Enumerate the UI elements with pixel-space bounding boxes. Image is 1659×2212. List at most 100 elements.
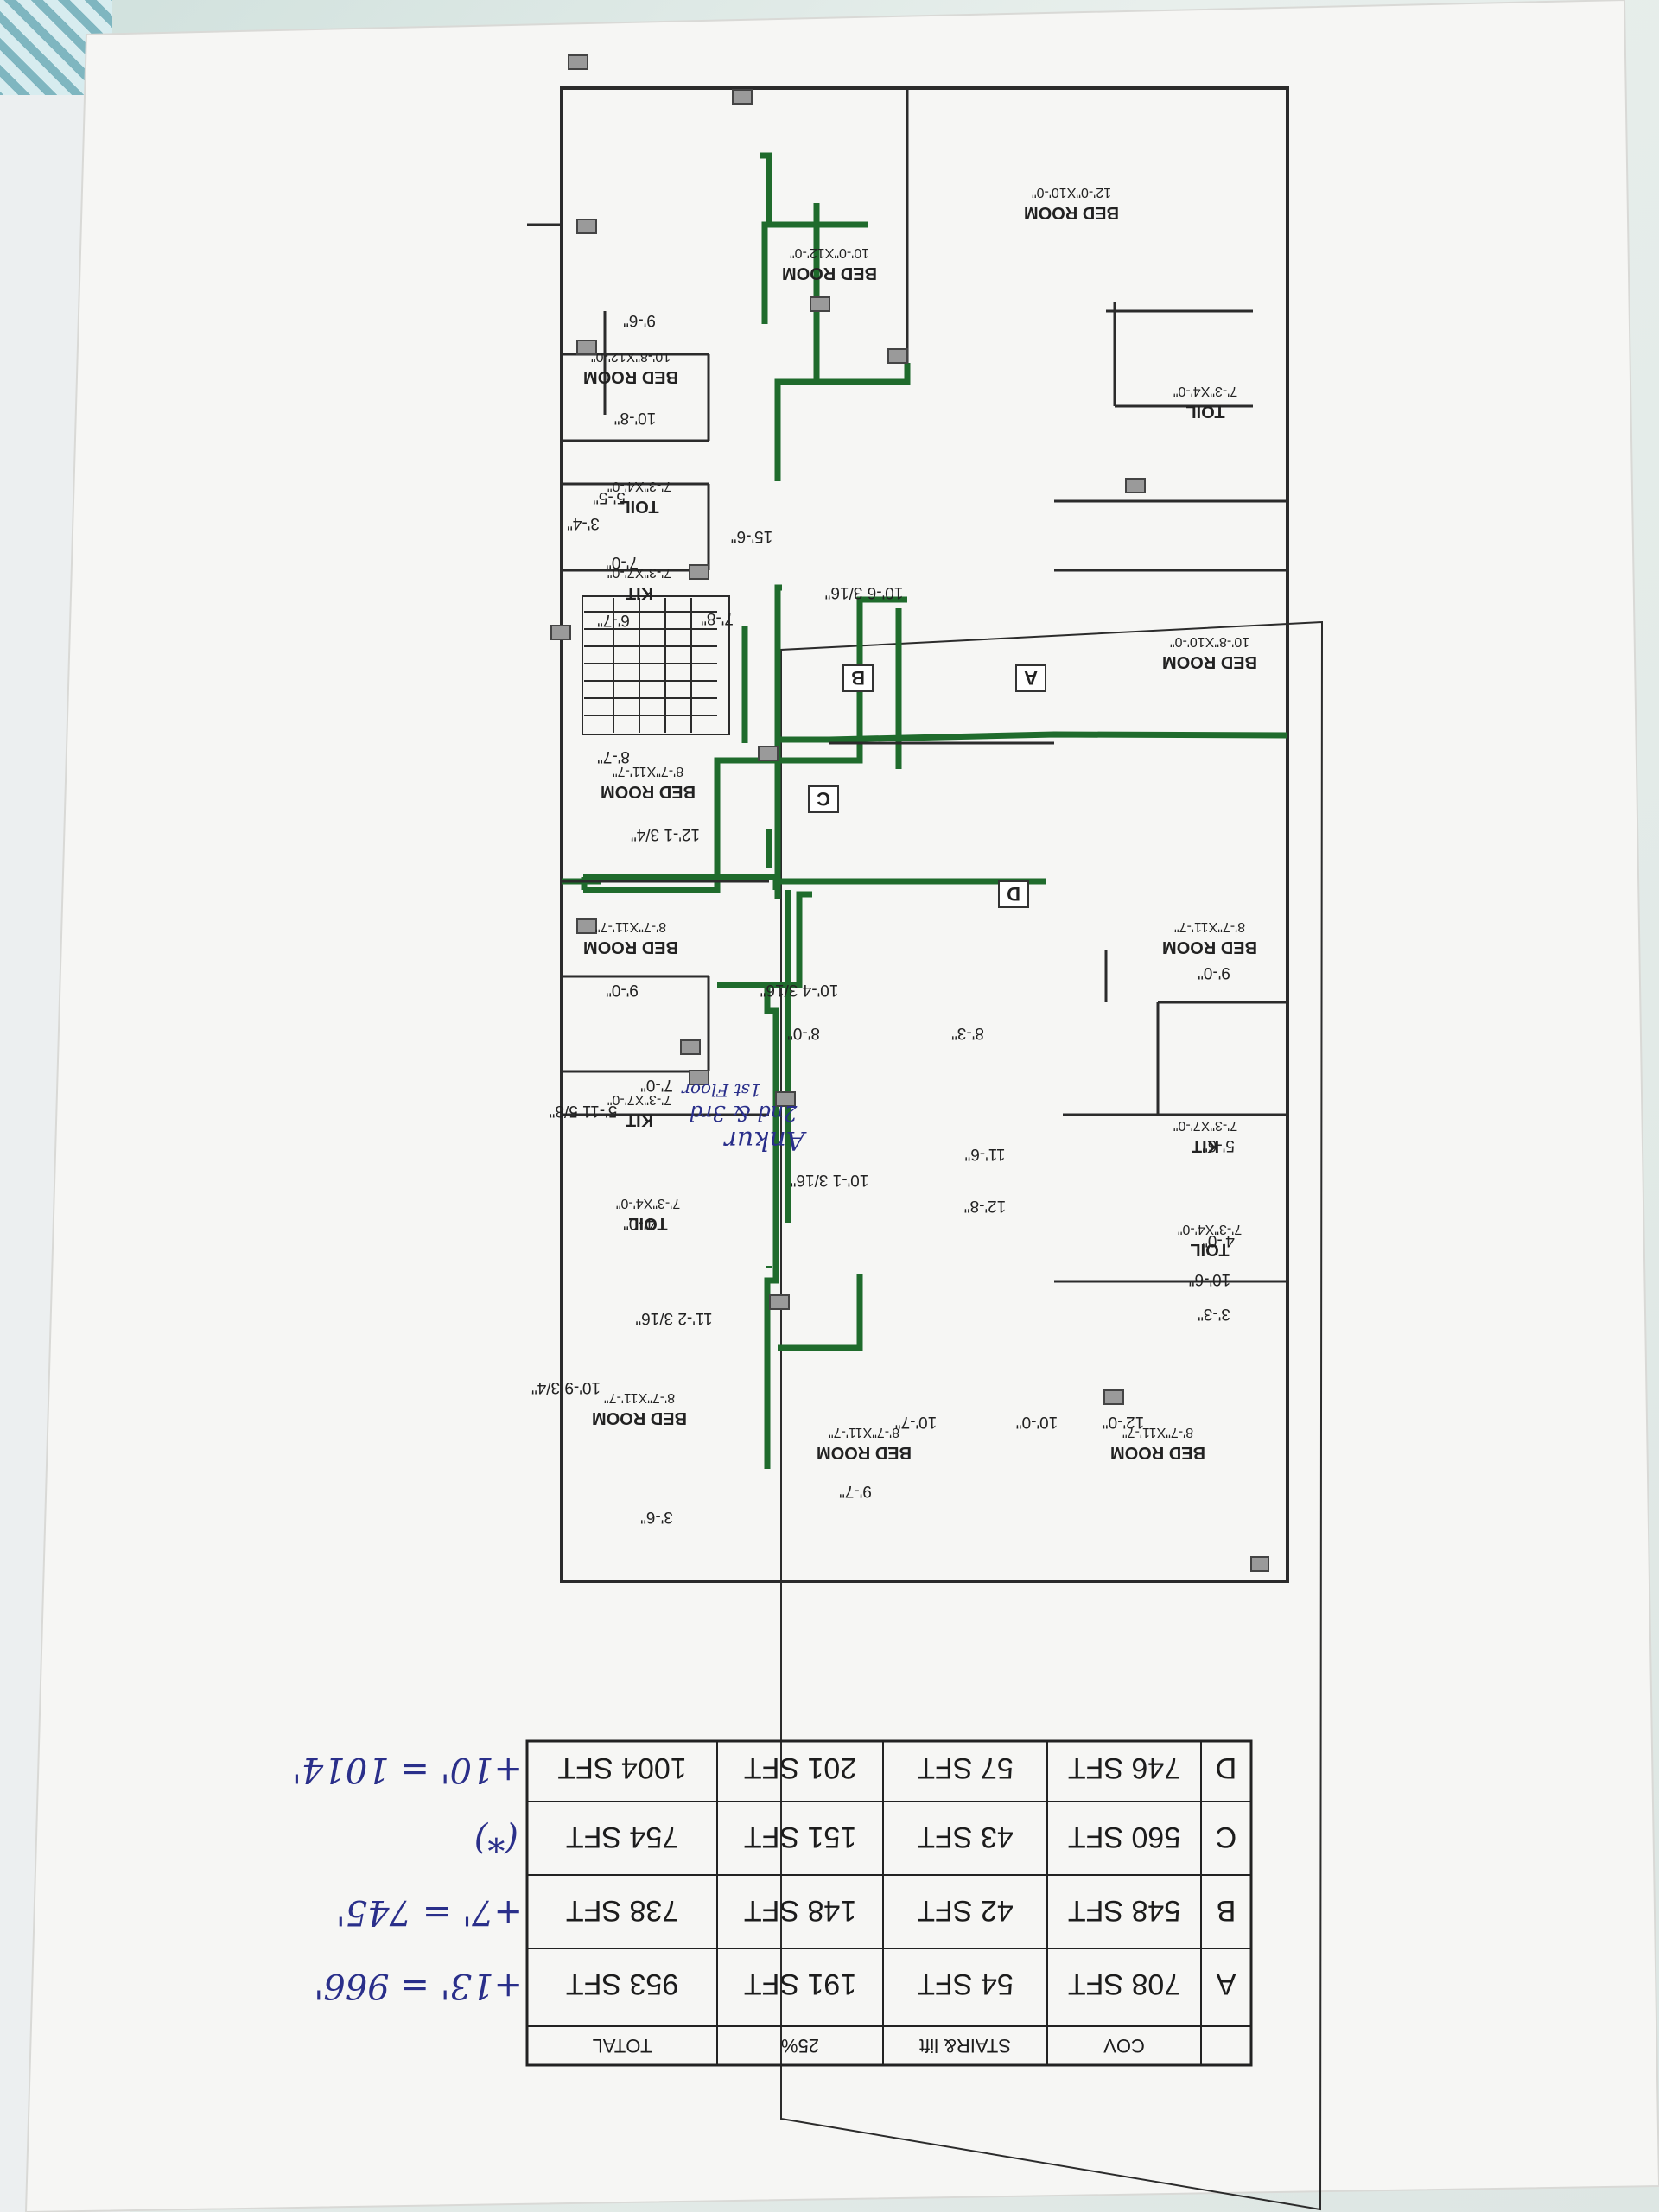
room-size: 10'-0"X12'-0" [790,245,869,260]
table-cell: 201 SFT [744,1751,856,1784]
table-cell: 738 SFT [566,1894,678,1927]
room-name: BED ROOM [1110,1443,1205,1462]
dimension-label: 9'-0" [1198,963,1230,982]
table-cell: 43 SFT [917,1821,1013,1853]
dimension-label: 10'-4 3/16" [760,981,839,999]
room-size: 10'-8"X10'-0" [1170,634,1249,649]
room-name: BED ROOM [782,264,877,283]
floor-plan-rotated: BED ROOM 12'-0"X10'-0" BED ROOM 10'-0"X1… [292,54,1324,2211]
room-size: 8'-7"X11'-7" [613,764,683,779]
table-cell: 191 SFT [744,1967,856,2000]
handwritten-area-notes: +13' = 966' +7' = 745' (*) +10' = 1014' [292,1750,523,2005]
paper-sheet [24,0,1659,2212]
columns [550,54,1269,1572]
table-cell: A [1216,1967,1236,2000]
unit-marker-d: D [1007,883,1020,905]
handwritten-floors: 2nd & 3rd [690,1101,798,1125]
dimension-label: 5'-6" [1202,1136,1235,1154]
table-cell: 754 SFT [566,1821,678,1853]
dimension-label: 11'-6" [965,1145,1006,1163]
room-size: 8'-7"X11'-7" [1174,919,1245,934]
dimension-label: 10'-7" [895,1413,937,1431]
dimension-label: 8'-0" [787,1024,820,1042]
dimension-label: 10'-6 3/16" [825,583,904,601]
room-name: BED ROOM [583,367,678,386]
room-name: BED ROOM [1024,203,1119,222]
dimension-label: 9'-7" [839,1482,872,1500]
room-size: 8'-7"X11'-7" [604,1390,675,1405]
handwritten-note-b: +7' = 745' [336,1892,523,1932]
dimension-label: 12'-1 3/4" [631,825,700,843]
dimension-label: 9'-6" [623,311,656,329]
handwritten-note-c: (*) [474,1819,518,1859]
room-size: 8'-7"X11'-7" [595,919,666,934]
dimension-label: 5'-11 5/8" [550,1102,618,1120]
dimension-label: 3'-6" [640,1508,673,1526]
unit-marker-a: A [1024,667,1038,689]
table-cell: D [1216,1751,1237,1784]
room-name: KIT [1192,1136,1219,1155]
room-size: 8'-7"X11'-7" [829,1425,899,1440]
room-name: TOIL [1185,402,1224,421]
dimension-label: 12'-8" [964,1197,1006,1215]
room-size: 7'-3"X4'-0" [1178,1222,1242,1236]
green-unit-walls [562,152,1288,1469]
dimension-label: 4'-0" [623,1214,656,1232]
dimension-label: 8'-7" [597,747,630,766]
table-cell: 54 SFT [917,1967,1013,2000]
table-row-a: A 708 SFT 54 SFT 191 SFT 953 SFT [566,1967,1236,2000]
handwritten-note-d: +10' = 1014' [292,1750,523,1789]
table-cell: 708 SFT [1068,1967,1180,2000]
dimension-label: 15'-6" [731,527,772,545]
unit-marker-c: C [817,788,830,810]
area-table: COV STAIR& lift 25% TOTAL A 708 SFT 54 S… [292,1739,1253,2067]
table-cell: C [1216,1821,1237,1853]
room-name: TOIL [620,497,658,516]
room-name: BED ROOM [1162,938,1257,957]
table-cell: B [1217,1894,1236,1927]
room-name: TOIL [1190,1240,1229,1259]
dimension-label: 7'-8" [701,609,734,627]
table-cell: 151 SFT [744,1821,856,1853]
room-size: 7'-3"X7'-0" [607,565,671,580]
dimension-labels: 10'-8" 9'-6" 5'-5" 15'-6" 10'-6 3/16" 7'… [531,311,1235,1526]
table-cell: 1004 SFT [557,1751,686,1784]
handwritten-note: Ankur 2nd & 3rd 1st Floor [681,1080,807,1155]
table-header-cov: COV [1103,2035,1145,2056]
dimension-label: 8'-3" [951,1024,984,1042]
handwritten-note-a: +13' = 966' [314,1966,523,2005]
table-header-total: TOTAL [593,2035,652,2056]
table-cell: 746 SFT [1068,1751,1180,1784]
table-row-c: C 560 SFT 43 SFT 151 SFT 754 SFT [566,1821,1236,1853]
dimension-label: 10'-9 3/4" [531,1378,601,1396]
table-cell: 548 SFT [1068,1894,1180,1927]
dimension-label: 7'-0" [640,1076,673,1094]
room-labels: BED ROOM 12'-0"X10'-0" BED ROOM 10'-0"X1… [583,185,1257,1462]
room-size: 7'-3"X4'-0" [616,1196,680,1211]
dimension-label: 9'-0" [606,981,639,999]
unit-marker-b: B [851,667,865,689]
room-name: BED ROOM [592,1408,687,1427]
room-name: BED ROOM [601,782,696,801]
dimension-label: 3'-4" [567,514,600,532]
table-cell: 42 SFT [917,1894,1013,1927]
room-name: BED ROOM [583,938,678,957]
table-header-stair: STAIR& lift [919,2035,1011,2056]
staircase [582,595,730,735]
dimension-label: 10'-8" [614,409,656,427]
unit-markers: A B C D [808,664,1046,908]
dimension-label: 10'-0" [1016,1413,1058,1431]
table-cell: 148 SFT [744,1894,856,1927]
plot-boundary [780,620,1324,2211]
dimension-label: 4'-0" [1202,1231,1235,1249]
room-name: TOIL [628,1214,667,1233]
dimension-label: 12'-0" [1103,1413,1144,1431]
dimension-label: 7'-0" [606,553,639,571]
room-size: 7'-3"X7'-0" [1173,1118,1237,1133]
table-cell: 953 SFT [566,1967,678,2000]
room-size: 7'-3"X4'-0" [1173,384,1237,398]
dimension-label: 10'-1 3/16" [791,1171,869,1189]
table-cell: 57 SFT [917,1751,1013,1784]
interior-walls [527,88,1287,1283]
